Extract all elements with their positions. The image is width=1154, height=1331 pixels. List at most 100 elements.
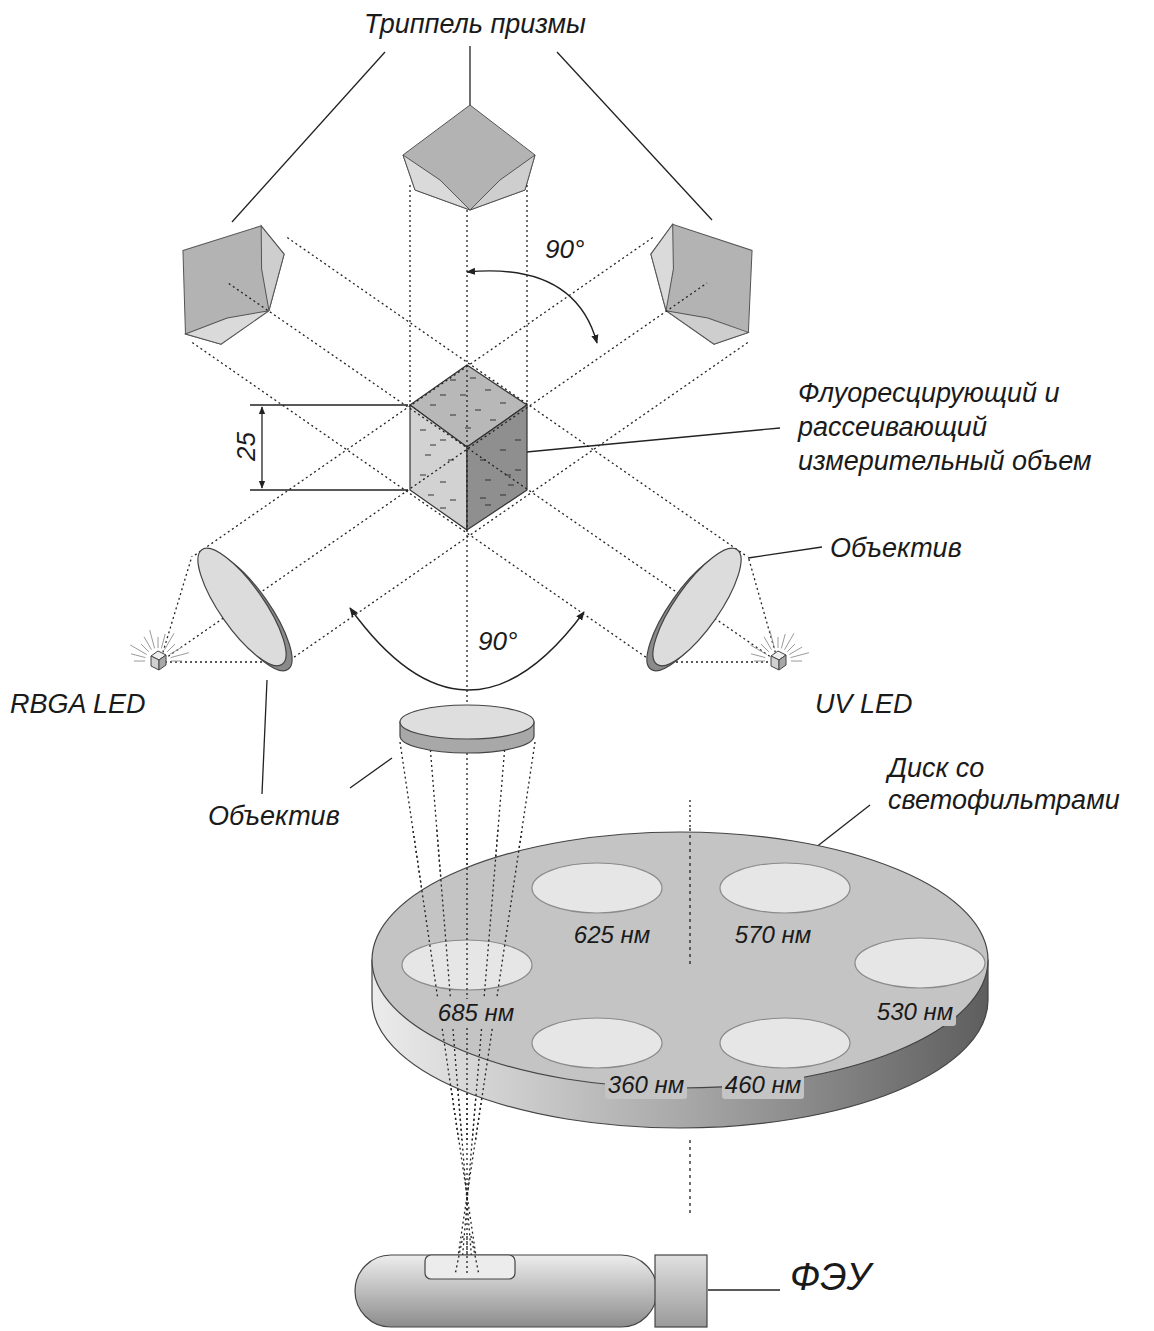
triple-prism: [224, 226, 306, 311]
filter-wavelength: 625 нм: [571, 921, 653, 949]
light-beam: [466, 1236, 467, 1275]
leader-line: [748, 547, 822, 558]
leader-line: [232, 52, 385, 222]
filter-disk: [400, 828, 477, 1140]
part-label: ФЭУ: [790, 1255, 871, 1301]
photomultiplier: [425, 1255, 515, 1279]
triple-prism: [403, 105, 535, 210]
angle-arc: [350, 608, 584, 690]
light-beam: [285, 236, 745, 555]
led-ray: [778, 637, 779, 648]
led-ray: [754, 661, 765, 662]
led-chip: [151, 651, 166, 670]
part-label: Триппель призмы: [364, 8, 586, 40]
light-beam: [455, 1236, 463, 1275]
led-ray: [167, 644, 175, 652]
led-ray: [158, 637, 159, 648]
led-chip: [771, 651, 786, 670]
filter-disk: [532, 863, 662, 913]
photomultiplier: [655, 1255, 707, 1327]
lens: [184, 537, 306, 682]
led-chip: [779, 655, 786, 670]
triple-prism: [628, 224, 711, 310]
led-ray: [787, 644, 795, 652]
part-label: UV LED: [815, 688, 913, 720]
filter-disk: [720, 863, 850, 913]
led-ray: [171, 661, 182, 662]
leader-line: [708, 1289, 780, 1290]
light-beam: [689, 1140, 690, 1215]
filter-wavelength: 570 нм: [732, 921, 814, 949]
filter-wavelength: 460 нм: [722, 1071, 804, 1099]
dimension-line: [250, 489, 408, 490]
angle-arc: [350, 271, 597, 690]
angle-label: 90°: [545, 234, 584, 265]
leader-line: [262, 680, 267, 794]
leader-line: [495, 428, 780, 455]
filter-disk: 625 нм570 нм685 нм530 нм360 нм460 нм: [370, 828, 990, 1140]
light-beam: [689, 800, 690, 830]
photomultiplier: [355, 1255, 707, 1327]
lens: [400, 705, 534, 739]
filter-disk: [855, 938, 985, 988]
measurement-cube: [467, 405, 527, 530]
part-label: Флуоресцирующий и рассеивающий измерител…: [798, 376, 1128, 478]
light-beam: [195, 236, 655, 555]
angle-label: 90°: [478, 626, 517, 657]
led-ray: [169, 647, 182, 655]
triple-prism: [145, 197, 307, 365]
lens: [184, 537, 300, 677]
measurement-cube: [420, 378, 521, 508]
filter-disk: [402, 863, 985, 1068]
light-beam: [526, 185, 527, 405]
led-ray: [785, 633, 795, 649]
filter-disk: [689, 828, 690, 968]
triple-prism: [666, 279, 748, 364]
led-ray: [770, 630, 775, 648]
measurement-cube: [410, 405, 467, 530]
part-label: Объектив: [830, 532, 962, 564]
filter-disk: [720, 1018, 850, 1068]
lens: [633, 537, 755, 682]
led-ray: [130, 645, 146, 655]
part-label: Диск со светофильтрами: [888, 752, 1150, 816]
filter-disk: [457, 828, 535, 1140]
triple-prism: [403, 155, 470, 210]
leader-line: [350, 758, 392, 788]
led-chip: [151, 656, 159, 670]
filter-disk: [400, 828, 535, 1140]
filter-disk: [466, 828, 467, 1140]
led-ray: [165, 633, 175, 649]
led-chip: [159, 655, 166, 670]
filter-wavelength: 360 нм: [605, 1071, 687, 1099]
part-label: RBGA LED: [10, 688, 146, 720]
filter-wavelength: 530 нм: [874, 998, 956, 1026]
led-ray: [144, 637, 152, 650]
filter-disk: [372, 832, 988, 1088]
light-beam: [471, 1236, 479, 1275]
led-ray: [789, 647, 802, 655]
led-ray: [131, 654, 145, 658]
filter-disk: [462, 828, 505, 1140]
led-ray: [161, 634, 165, 648]
light-beam: [466, 210, 467, 712]
leader-line: [557, 52, 712, 220]
triple-prism: [185, 279, 268, 365]
triple-prism: [470, 155, 535, 210]
led-ray: [751, 654, 765, 658]
triple-prism: [628, 196, 790, 364]
filter-disk: [430, 828, 472, 1140]
light-beam: [455, 1236, 479, 1275]
dimension-line: [261, 407, 262, 488]
triple-prism: [403, 105, 535, 210]
lens: [400, 705, 534, 753]
light-beam: [160, 556, 192, 662]
dimension-label: 25: [230, 433, 261, 462]
leader-line: [815, 805, 870, 848]
led-chip: [771, 656, 779, 670]
dimension-line: [250, 405, 408, 490]
led-ray: [791, 653, 809, 658]
led-ray: [134, 661, 145, 662]
